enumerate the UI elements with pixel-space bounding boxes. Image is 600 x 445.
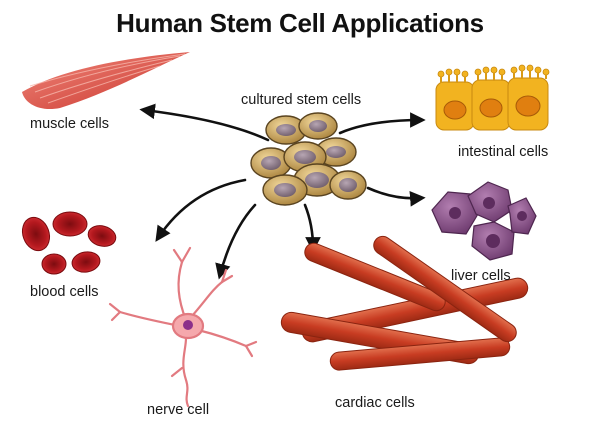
arrow-to-cardiac [303, 203, 321, 253]
cardiac-cells-illustration [280, 235, 529, 371]
label-muscle-cells: muscle cells [30, 116, 109, 132]
stem-cell-cluster [250, 112, 367, 206]
blood-cells-illustration [21, 211, 117, 275]
label-blood-cells: blood cells [30, 284, 99, 300]
arrow-to-nerve [215, 203, 257, 280]
arrows [139, 103, 426, 280]
liver-cells-illustration [431, 181, 537, 261]
nerve-cell-illustration [108, 246, 258, 408]
muscle-cell-illustration [22, 52, 190, 110]
arrow-to-liver [366, 186, 426, 207]
arrow-to-muscle [139, 103, 270, 142]
intestinal-cells-illustration [435, 64, 550, 131]
label-cardiac-cells: cardiac cells [335, 395, 415, 411]
diagram-title: Human Stem Cell Applications [116, 8, 484, 38]
label-cultured-stem-cells: cultured stem cells [241, 92, 362, 108]
label-liver-cells: liver cells [451, 268, 511, 284]
arrow-to-intestinal [338, 112, 426, 135]
label-intestinal-cells: intestinal cells [458, 144, 549, 160]
label-nerve-cell: nerve cell [147, 402, 210, 418]
arrow-to-blood [155, 178, 247, 242]
